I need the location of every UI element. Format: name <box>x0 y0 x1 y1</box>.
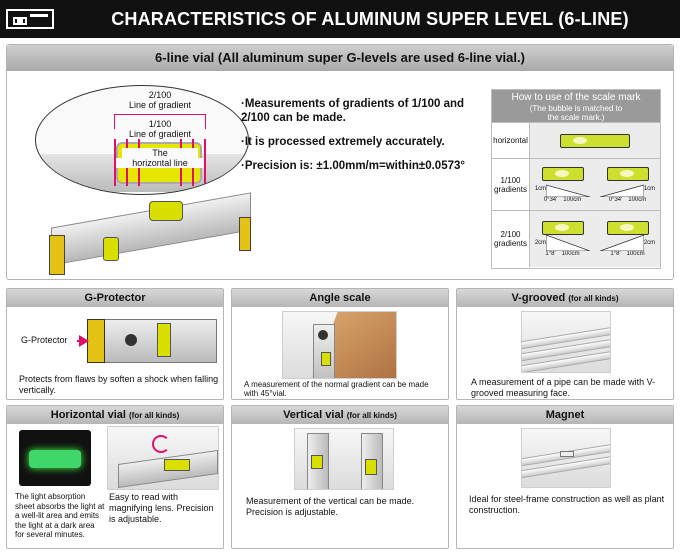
brand-logo-icon <box>6 9 54 29</box>
side-label: 2cm <box>534 240 547 246</box>
page-title: CHARACTERISTICS OF ALUMINUM SUPER LEVEL … <box>111 9 629 29</box>
side-label: 1cm <box>534 185 547 192</box>
glowing-vial-icon <box>29 450 81 468</box>
bullet-accuracy: ·It is processed extremely accurately. <box>241 136 445 148</box>
magnet-image <box>521 428 611 488</box>
angle-label: 0°34' <box>608 196 623 203</box>
g-protector-callout: G-Protector <box>21 335 68 345</box>
vertical-vial-icon <box>311 455 323 469</box>
base-label: 100cm <box>626 251 645 257</box>
arrow-right-icon <box>79 335 89 347</box>
vertical-vial-icon <box>103 237 119 261</box>
card-horizontal-vial: Horizontal vial (for all kinds) The ligh… <box>6 405 224 549</box>
card-v-grooved: V-grooved (for all kinds) A measurement … <box>456 288 674 400</box>
card-desc: Ideal for steel-frame construction as we… <box>469 494 665 515</box>
label-line-of-gradient-inner: Line of gradient <box>108 129 212 139</box>
card-title: Angle scale <box>232 289 448 307</box>
card-title: G-Protector <box>7 289 223 307</box>
bullet-precision: ·Precision is: ±1.00mm/m=within±0.0573° <box>241 160 465 172</box>
card-title-text: Vertical vial <box>283 409 344 421</box>
card-title: Horizontal vial (for all kinds) <box>7 406 223 424</box>
card-title: Vertical vial (for all kinds) <box>232 406 448 424</box>
scale-table-subtitle-2: the scale mark.) <box>547 113 605 122</box>
label-the: The <box>122 148 198 158</box>
scale-row-label-sub: gradients <box>494 184 527 194</box>
section-heading: 6-line vial (All aluminum super G-levels… <box>7 45 673 71</box>
vial-tilt-right-icon <box>606 166 649 181</box>
scale-mark-table: How to use of the scale mark (The bubble… <box>491 89 661 269</box>
page-header: CHARACTERISTICS OF ALUMINUM SUPER LEVEL … <box>0 0 680 38</box>
side-label: 2cm <box>643 240 656 246</box>
scale-row-label: 2/100 <box>500 230 521 239</box>
glow-vial-image <box>19 430 91 486</box>
side-label: 1cm <box>643 185 656 192</box>
card-title-sub: (for all kinds) <box>346 411 397 420</box>
six-line-vial-section: 6-line vial (All aluminum super G-levels… <box>6 44 674 280</box>
level-image <box>87 319 217 363</box>
horizontal-vial-icon <box>164 459 190 471</box>
vial-illustration: 2/100 Line of gradient 1/100 Line of gra… <box>21 85 251 275</box>
angle-scale-image <box>282 311 397 379</box>
vertical-vial-icon <box>157 323 171 357</box>
vertical-vial-image <box>294 428 394 490</box>
scale-row-label: horizontal <box>492 123 530 158</box>
scale-row-label: 1/100 <box>500 175 521 185</box>
card-desc: A measurement of a pipe can be made with… <box>471 377 656 398</box>
card-desc-left: The light absorption sheet absorbs the l… <box>15 492 105 539</box>
label-horizontal-line: horizontal line <box>116 158 204 168</box>
label-2-100: 2/100 <box>148 90 172 100</box>
card-title-text: V-grooved <box>511 292 566 304</box>
v-grooved-image <box>521 311 611 373</box>
scale-row-horizontal: horizontal <box>492 122 660 158</box>
card-magnet: Magnet Ideal for steel-frame constructio… <box>456 405 674 549</box>
card-g-protector: G-Protector G-Protector Protects from fl… <box>6 288 224 400</box>
vial-tilt-right-icon <box>606 221 649 235</box>
card-angle-scale: Angle scale A measurement of the normal … <box>231 288 449 400</box>
base-label: 100cm <box>563 196 582 203</box>
magnifying-lens-image <box>107 426 219 490</box>
bullet-gradients: ·Measurements of gradients of 1/100 and … <box>241 98 465 124</box>
base-label: 100cm <box>561 251 580 257</box>
label-1-100: 1/100 <box>148 119 172 129</box>
vial-tilt-left-icon <box>541 221 584 235</box>
base-label: 100cm <box>628 196 647 203</box>
card-title-sub: (for all kinds) <box>129 411 180 420</box>
vial-tilt-left-icon <box>541 166 584 181</box>
angle-label: 0°34' <box>543 196 558 203</box>
magnet-icon <box>560 451 574 457</box>
feature-bullets: ·Measurements of gradients of 1/100 and … <box>241 97 491 183</box>
magnified-vial-lens: 2/100 Line of gradient 1/100 Line of gra… <box>35 85 249 195</box>
card-desc: Measurement of the vertical can be made.… <box>246 496 415 517</box>
g-protector-cap <box>87 319 105 363</box>
card-vertical-vial: Vertical vial (for all kinds) Measuremen… <box>231 405 449 549</box>
horizontal-vial-icon <box>149 201 183 221</box>
scale-row-label-sub: gradients <box>494 239 527 248</box>
angle-label: 1°8' <box>610 251 621 257</box>
angle-label: 1°8' <box>545 251 556 257</box>
card-desc: Protects from flaws by soften a shock wh… <box>19 374 219 395</box>
label-line-of-gradient-outer: Line of gradient <box>128 100 192 110</box>
rotate-arrow-icon <box>152 435 170 453</box>
card-title: Magnet <box>457 406 673 424</box>
card-desc-right: Easy to read with magnifying lens. Preci… <box>109 492 214 524</box>
card-desc: A measurement of the normal gradient can… <box>244 380 429 398</box>
vial-level-icon <box>560 133 630 148</box>
scale-table-title: How to use of the scale mark <box>511 92 641 103</box>
card-title-sub: (for all kinds) <box>568 294 619 303</box>
card-title: V-grooved (for all kinds) <box>457 289 673 307</box>
45-degree-vial-icon <box>321 352 331 366</box>
card-title-text: Horizontal vial <box>50 409 126 421</box>
scale-table-subtitle-1: (The bubble is matched to <box>529 104 623 113</box>
